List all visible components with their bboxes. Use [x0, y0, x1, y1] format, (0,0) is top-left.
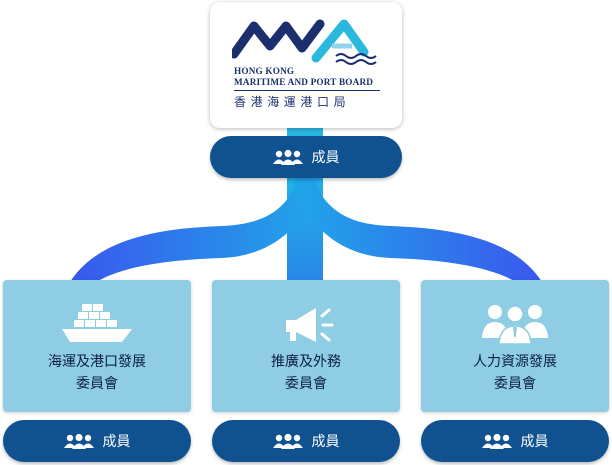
connector-left: [70, 178, 320, 282]
connector-right: [292, 178, 542, 282]
committee-name: 推廣及外務 委員會: [271, 354, 341, 392]
committee-name: 海運及港口發展 委員會: [48, 354, 146, 392]
committee-card-maritime-port-development[interactable]: 海運及港口發展 委員會: [3, 280, 191, 412]
committee-members-button-promotion[interactable]: 成員: [212, 420, 400, 462]
logo-text-zh: 香港海運港口局: [234, 95, 351, 109]
members-icon: [481, 433, 512, 449]
logo-text-en-line1: HONG KONG: [234, 66, 295, 76]
ship-icon: [62, 304, 132, 342]
committee-name: 人力資源發展 委員會: [473, 354, 557, 392]
logo-divider: [234, 90, 380, 91]
members-icon: [272, 433, 303, 449]
megaphone-icon: [286, 308, 334, 342]
board-members-button[interactable]: 成員: [210, 136, 402, 178]
board-logo-icon: [232, 19, 377, 65]
logo-text-en-line2: MARITIME AND PORT BOARD: [234, 77, 374, 87]
members-label: 成員: [520, 434, 549, 450]
committee-members-button-maritime[interactable]: 成員: [3, 420, 191, 462]
members-label: 成員: [102, 434, 131, 450]
board-logo-card[interactable]: HONG KONG MARITIME AND PORT BOARD 香港海運港口…: [210, 2, 402, 128]
committee-card-promotion-external-relations[interactable]: 推廣及外務 委員會: [212, 280, 400, 412]
board-members-label: 成員: [311, 150, 340, 166]
members-label: 成員: [311, 434, 340, 450]
people-group-icon: [482, 305, 548, 345]
committee-members-button-manpower[interactable]: 成員: [421, 420, 609, 462]
committee-card-manpower-development[interactable]: 人力資源發展 委員會: [421, 280, 609, 412]
members-icon: [272, 149, 303, 165]
members-icon: [63, 433, 94, 449]
